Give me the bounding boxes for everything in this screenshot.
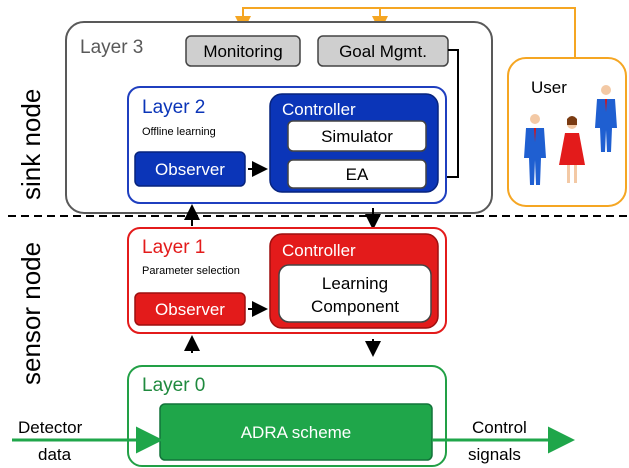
learning-component-box	[278, 264, 432, 323]
goal-mgmt-label: Goal Mgmt.	[339, 42, 427, 61]
layer2-observer-box	[134, 151, 246, 187]
detector-data-line1: Detector	[18, 418, 83, 437]
ea-label: EA	[346, 165, 369, 184]
users-icon	[524, 85, 617, 185]
layer1-subtitle: Parameter selection	[142, 265, 240, 277]
detector-data-line2: data	[38, 445, 72, 464]
sensor-node-label: sensor node	[16, 242, 46, 385]
control-signals-line1: Control	[472, 418, 527, 437]
control-signals-line2: signals	[468, 445, 521, 464]
monitoring-label: Monitoring	[203, 42, 282, 61]
adra-scheme-label: ADRA scheme	[241, 423, 352, 442]
monitoring-box	[185, 35, 301, 67]
layer2-subtitle: Offline learning	[142, 126, 216, 138]
sink-node-label: sink node	[16, 89, 46, 200]
simulator-label: Simulator	[321, 127, 393, 146]
layer2-observer-label: Observer	[155, 160, 225, 179]
learning-component-line1: Learning	[322, 274, 388, 293]
layer2-controller-label: Controller	[282, 100, 356, 119]
simulator-box	[287, 120, 427, 152]
layer1-observer-box	[134, 292, 246, 326]
user-label: User	[531, 78, 567, 97]
learning-component-line2: Component	[311, 297, 399, 316]
layer1-observer-label: Observer	[155, 300, 225, 319]
layer1-controller-label: Controller	[282, 241, 356, 260]
layer1-title: Layer 1	[142, 237, 205, 258]
ea-box	[287, 159, 427, 189]
layer3-title: Layer 3	[80, 37, 143, 58]
layer0-title: Layer 0	[142, 375, 205, 396]
layer2-title: Layer 2	[142, 97, 205, 118]
